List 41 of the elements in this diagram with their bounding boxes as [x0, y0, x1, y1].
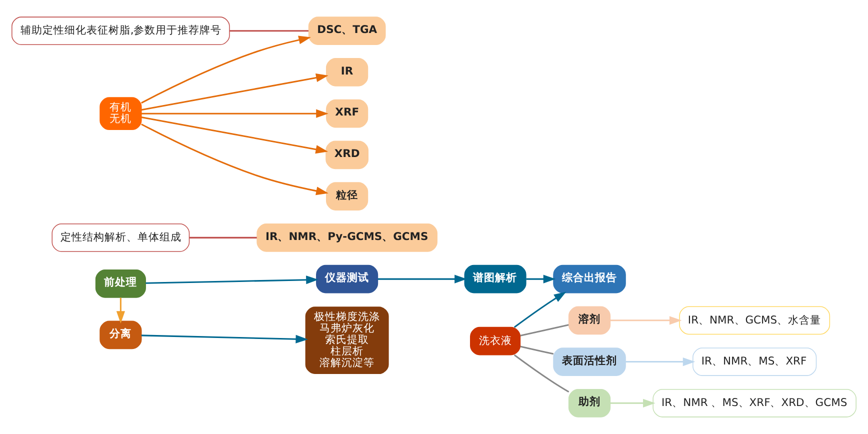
node-box: 综合出报告	[553, 264, 626, 294]
arrow	[378, 274, 467, 284]
arrow	[146, 276, 318, 284]
node-box: 辅助定性细化表征树脂,参数用于推荐牌号	[12, 16, 230, 46]
connector	[520, 324, 569, 336]
arrow	[141, 124, 328, 196]
node-box: IR、NMR、Py-GCMS、GCMS	[256, 224, 438, 252]
connector	[520, 346, 554, 355]
node-box: XRF	[326, 99, 368, 128]
arrow	[141, 36, 311, 104]
connector	[514, 354, 570, 393]
node-box: 粒径	[326, 182, 368, 210]
node-box: IR、NMR、GCMS、水含量	[679, 306, 830, 335]
arrow	[626, 357, 696, 366]
node-box: IR、NMR、MS、XRF	[692, 348, 817, 376]
node-box: 极性梯度洗涤 马弗炉灰化 索氏提取 柱层析 溶解沉淀等	[305, 306, 389, 374]
node-box: IR	[326, 58, 368, 86]
node-box: 洗衣液	[470, 326, 521, 356]
node-box: 有机 无机	[100, 97, 142, 130]
arrow	[116, 298, 125, 324]
arrow	[526, 274, 556, 284]
arrow	[141, 109, 328, 118]
node-box: 助剂	[568, 388, 611, 418]
arrow	[610, 316, 682, 325]
node-box: 溶剂	[568, 306, 611, 335]
node-box: 定性结构解析、单体组成	[52, 224, 190, 252]
arrow	[141, 74, 328, 111]
node-box: 谱图解析	[464, 264, 526, 294]
node-box: 分离	[100, 320, 142, 350]
node-box: 前处理	[95, 269, 146, 298]
node-box: IR、NMR 、MS、XRF、XRD、GCMS	[652, 388, 856, 418]
node-box: 仪器测试	[316, 264, 378, 294]
node-box: DSC、TGA	[308, 16, 386, 46]
arrow	[610, 398, 656, 408]
arrow	[141, 116, 328, 154]
node-box: XRD	[326, 140, 368, 170]
node-box: 表面活性剂	[553, 348, 626, 376]
arrow	[141, 334, 308, 344]
connector	[190, 236, 257, 238]
connector	[230, 30, 308, 32]
arrow	[514, 292, 566, 328]
